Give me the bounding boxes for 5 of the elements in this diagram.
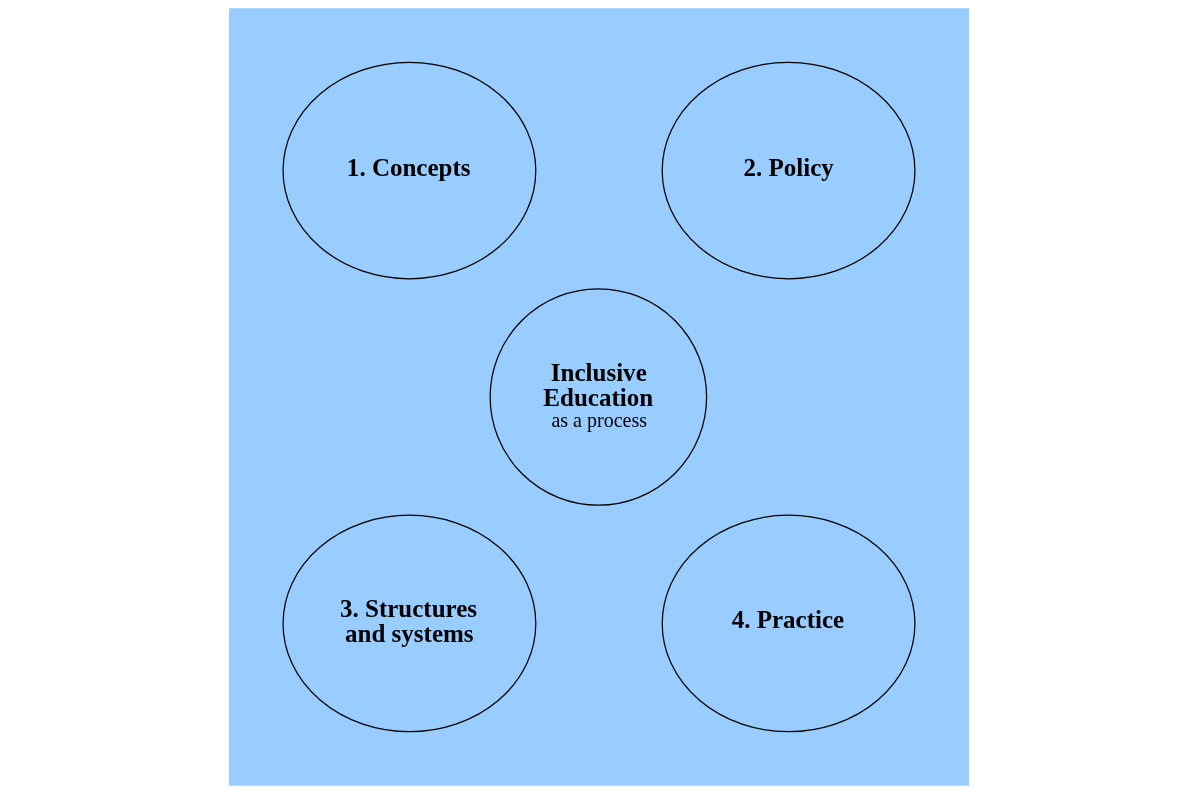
node-ellipse: 1. Concepts [282,61,537,280]
node-ellipse: 4. Practice [661,514,916,733]
node-ellipse: 3. Structures and systems [282,514,537,733]
node-circle: Inclusive Education as a process [489,288,708,506]
node-ellipse: 2. Policy [661,61,916,280]
